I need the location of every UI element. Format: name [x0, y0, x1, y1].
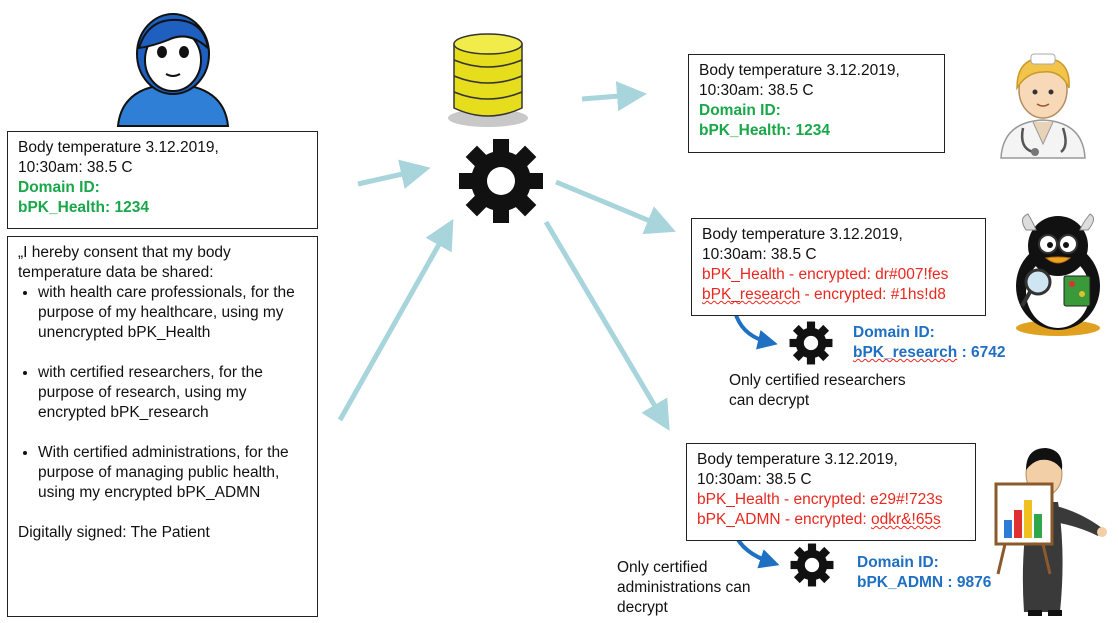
research-encrypted-prefix: bPK_research: [702, 286, 801, 303]
patient-domain-label: Domain ID:: [18, 179, 100, 196]
research-domain-value-suffix: : 6742: [957, 344, 1006, 361]
admin-temperature-line2: 10:30am: 38.5 C: [697, 471, 812, 488]
admin-encrypted-admn: bPK_ADMN - encrypted: odkr&!65s: [697, 510, 965, 530]
doctor-data-card: Body temperature 3.12.2019, 10:30am: 38.…: [688, 54, 945, 153]
research-domain-value: bPK_research : 6742: [853, 343, 1006, 363]
admin-caption-line1: Only certified: [617, 559, 708, 576]
admin-domain-value: bPK_ADMN : 9876: [857, 574, 992, 591]
research-encrypted-suffix: - encrypted: #1hs!d8: [800, 286, 946, 303]
arrow-gear-to-admin: [543, 220, 670, 431]
admin-encrypted-suffix: odkr&!65s: [871, 511, 941, 528]
admin-encrypted-prefix: bPK_ADMN - encrypted:: [697, 511, 872, 528]
admin-encrypted-health: bPK_Health - encrypted: e29#!723s: [697, 491, 943, 508]
research-caption-line2: can decrypt: [729, 392, 810, 409]
admin-temperature-line1: Body temperature 3.12.2019,: [697, 451, 898, 468]
consent-item-research: with certified researchers, for the purp…: [38, 363, 307, 423]
patient-avatar-icon: [116, 13, 230, 127]
arrow-gear-to-research: [555, 179, 676, 235]
doctor-temperature-line1: Body temperature 3.12.2019,: [699, 62, 900, 79]
arrow-consent-to-gear: [337, 218, 454, 422]
arrow-research-decrypt: [733, 311, 778, 350]
arrow-db-to-doctor: [581, 81, 647, 112]
research-gear-icon: [789, 321, 833, 365]
doctor-icon: [1000, 53, 1086, 159]
doctor-domain-value: bPK_Health: 1234: [699, 122, 830, 139]
research-data-card: Body temperature 3.12.2019, 10:30am: 38.…: [691, 218, 986, 316]
patient-domain-value: bPK_Health: 1234: [18, 199, 149, 216]
research-caption-line1: Only certified researchers: [729, 372, 906, 389]
doctor-domain-label: Domain ID:: [699, 102, 781, 119]
patient-temperature-line2: 10:30am: 38.5 C: [18, 159, 133, 176]
consent-signature: Digitally signed: The Patient: [18, 524, 210, 541]
research-encrypted-research: bPK_research - encrypted: #1hs!d8: [702, 285, 975, 305]
consent-item-admin: With certified administrations, for the …: [38, 443, 307, 503]
consent-intro: „I hereby consent that my body temperatu…: [18, 244, 231, 281]
research-encrypted-health: bPK_Health - encrypted: dr#007!fes: [702, 266, 949, 283]
research-temperature-line2: 10:30am: 38.5 C: [702, 246, 817, 263]
research-domain-value-prefix: bPK_research: [853, 344, 958, 361]
research-temperature-line1: Body temperature 3.12.2019,: [702, 226, 903, 243]
doctor-temperature-line2: 10:30am: 38.5 C: [699, 82, 814, 99]
researcher-penguin-icon: [1016, 213, 1100, 336]
arrow-patient-to-gear: [357, 159, 431, 189]
consent-item-health: with health care professionals, for the …: [38, 283, 307, 343]
admin-gear-icon: [790, 543, 834, 587]
research-domain-label: Domain ID:: [853, 324, 935, 341]
patient-data-card: Body temperature 3.12.2019, 10:30am: 38.…: [7, 131, 318, 229]
gear-icon: [459, 139, 543, 223]
admin-domain-label: Domain ID:: [857, 554, 939, 571]
database-icon: [448, 33, 528, 127]
bar-chart-icon: [994, 482, 1054, 575]
admin-caption-line2: administrations can: [617, 579, 751, 596]
admin-data-card: Body temperature 3.12.2019, 10:30am: 38.…: [686, 443, 976, 541]
consent-list: with health care professionals, for the …: [18, 283, 307, 503]
patient-temperature-line1: Body temperature 3.12.2019,: [18, 139, 219, 156]
admin-caption-line3: decrypt: [617, 599, 668, 616]
consent-card: „I hereby consent that my body temperatu…: [7, 236, 318, 617]
